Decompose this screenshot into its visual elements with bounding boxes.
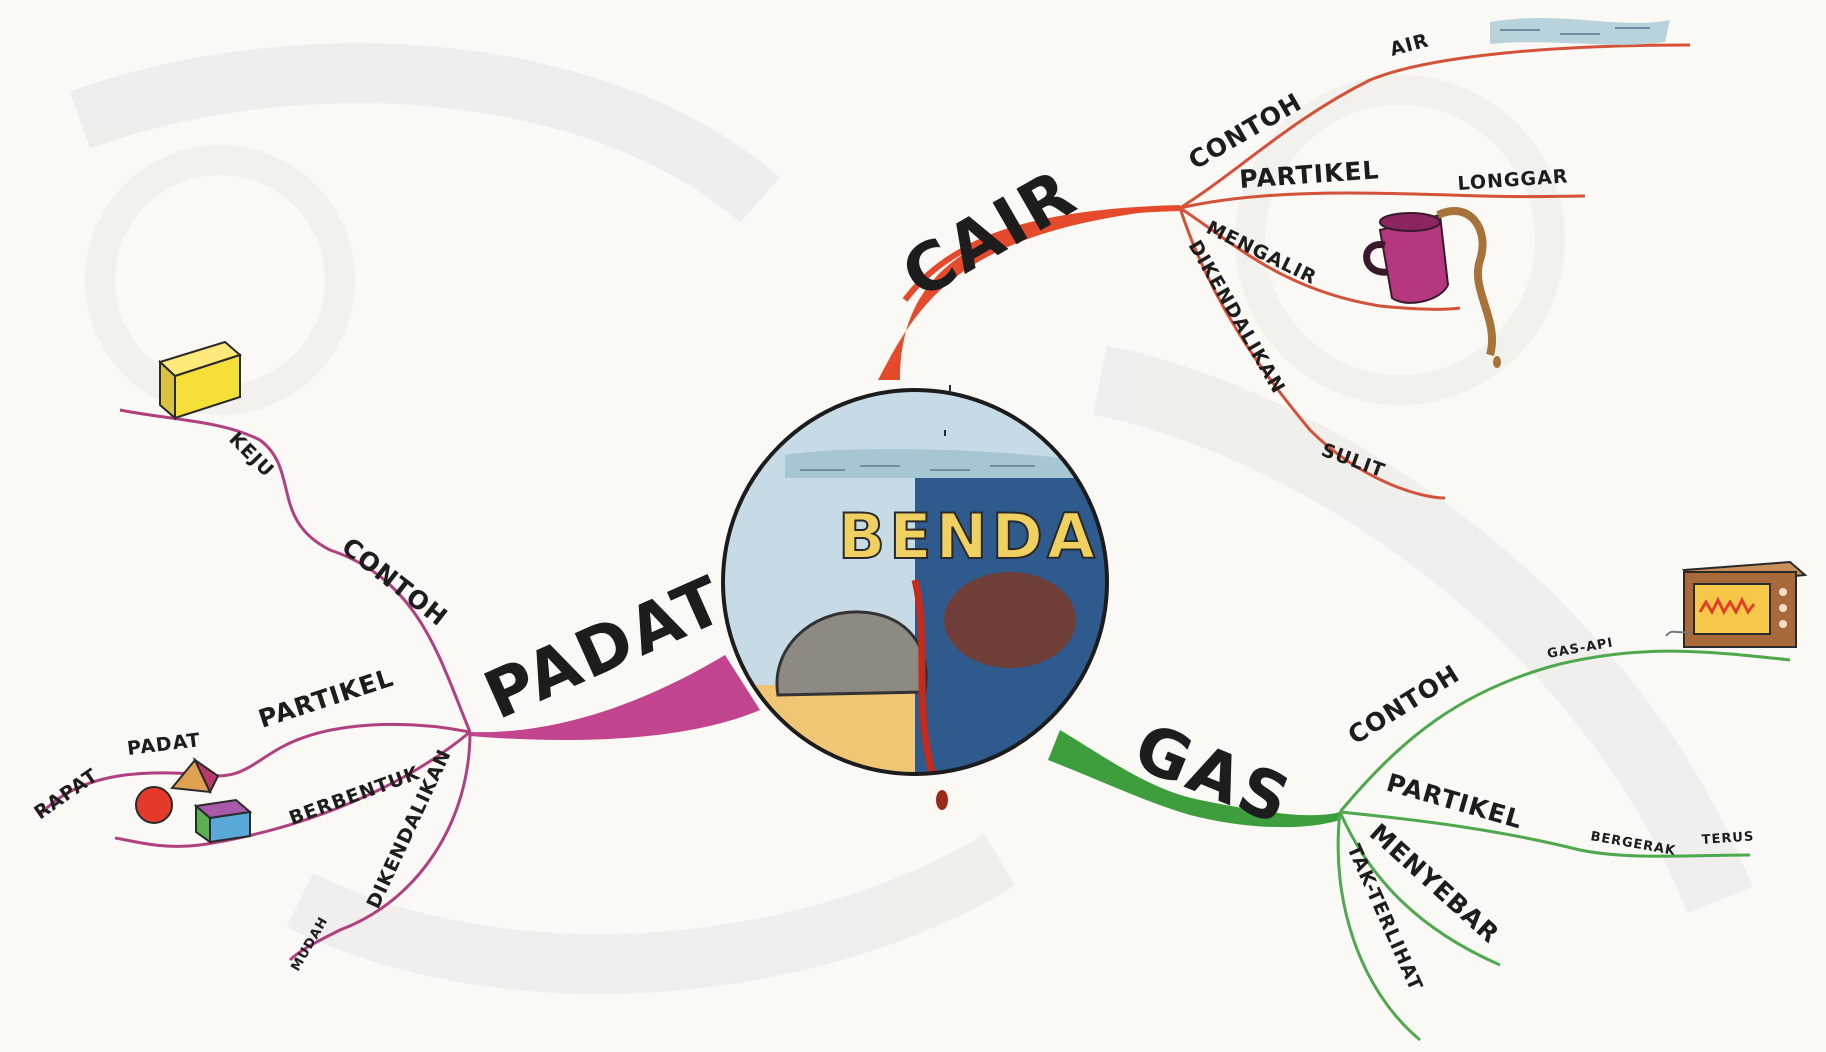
cair-title: CAIR [890,154,1090,314]
gas-tak-terlihat-line [1336,811,1421,1042]
jug-illustration [1363,207,1501,368]
padat-partikel-line [38,722,471,816]
gas-title: GAS [1124,708,1303,840]
cair-contoh-line [1179,43,1691,210]
branch-padat-trunk [470,655,760,741]
gas-contoh-line [1338,649,1791,813]
cair-air-label: AIR [1388,29,1432,60]
gas-menyebar-line [1338,811,1501,967]
padat-partikel-label: PARTIKEL [255,663,397,734]
padat-contoh-line [119,408,472,733]
cair-partikel-line [1179,191,1586,210]
center-title: BENDA [838,500,1099,573]
gas-partikel-line [1339,810,1751,858]
padat-rapat-label: RAPAT [30,764,102,824]
gas-terus-label: TERUS [1701,829,1755,848]
branch-gas-trunk [1048,730,1340,828]
shapes-illustration [135,757,253,844]
padat-dikendalikan-line [288,731,472,962]
cair-dikendalikan-line [1178,207,1446,500]
center-benda: BENDA [721,385,1109,810]
liquid-blob-illustration [944,572,1076,668]
padat-padat-label: PADAT [126,729,202,760]
water-illustration [1490,18,1670,45]
padat-contoh-label: CONTOH [336,532,453,632]
oven-illustration [1665,560,1808,648]
cheese-illustration [158,340,242,421]
gas-contoh-label: CONTOH [1343,659,1465,750]
cair-mengalir-line [1179,206,1461,311]
branch-padat: PADAT KEJU CONTOH PARTIKEL PADAT RAPAT B… [30,340,760,974]
